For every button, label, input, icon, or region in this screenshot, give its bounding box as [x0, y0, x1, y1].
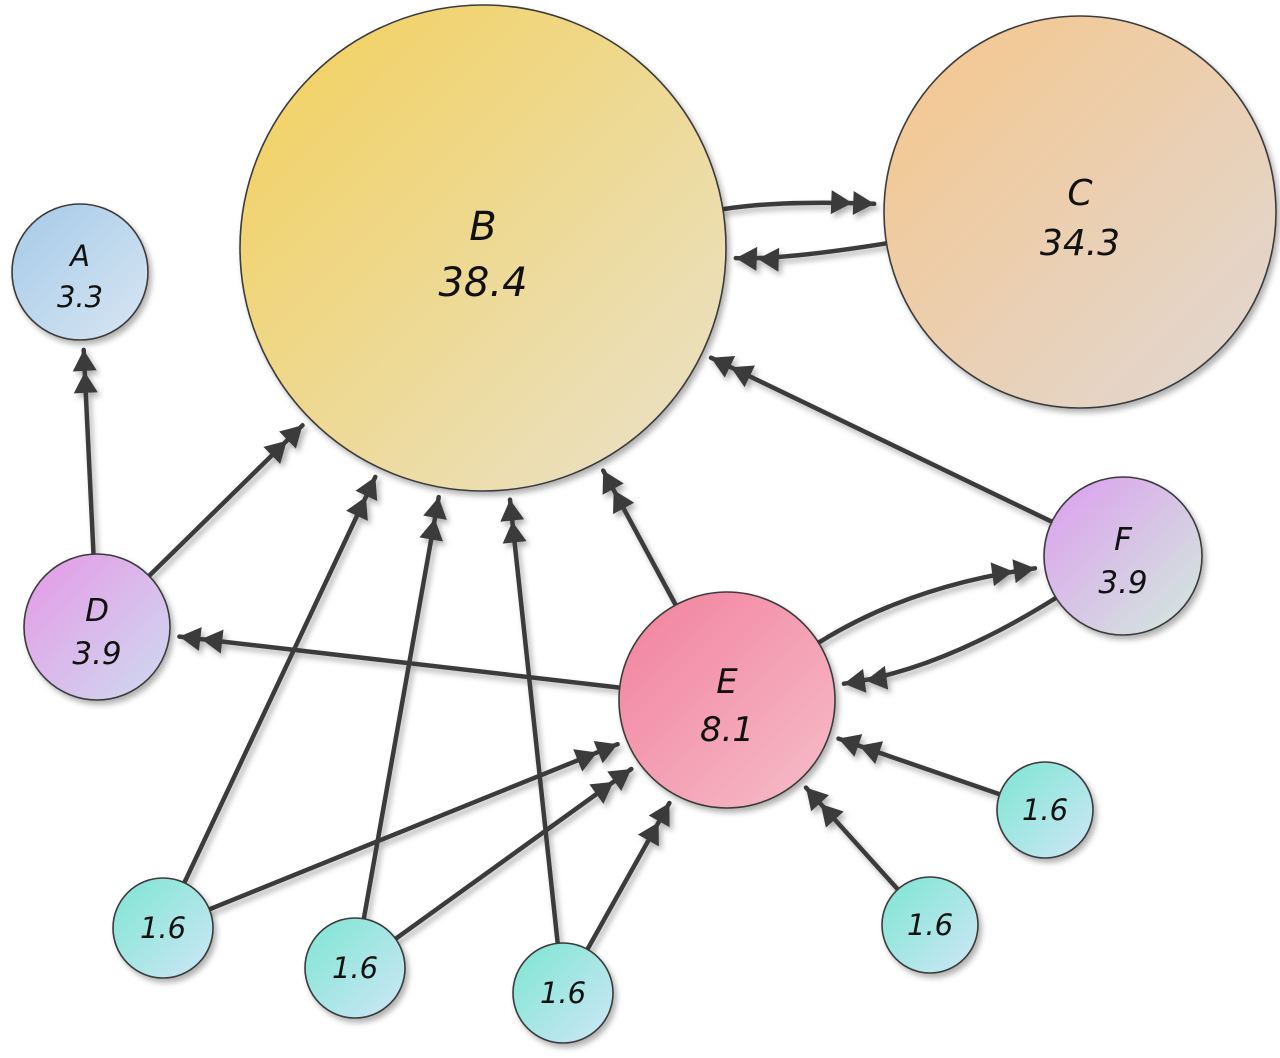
- edge-B-to-C: [720, 190, 877, 215]
- edges-layer: [72, 190, 1059, 952]
- edge-E-to-D: [177, 627, 622, 690]
- node-circle-D: [23, 553, 171, 701]
- node-circle-F: [1043, 476, 1203, 636]
- labels-layer: A 3.3 B 38.4 C 34.3D 3.9E 8.1 F 3.9 1.6 1.6 1.6 1.6 1.…: [57, 173, 1148, 1010]
- edge-D-to-A: [72, 347, 98, 557]
- edge-E-to-F: [816, 559, 1038, 645]
- edge-F-to-B: [708, 355, 1055, 524]
- edge-C-to-B: [733, 241, 889, 272]
- node-circle-C: [883, 15, 1277, 409]
- node-circle-E: [618, 591, 836, 809]
- node-label-E: E: [716, 662, 738, 702]
- node-value-A: 3.3: [57, 280, 103, 314]
- nodes-layer: [11, 4, 1277, 1044]
- edge-p3-to-E: [585, 800, 672, 952]
- edge-p1-to-B: [182, 474, 378, 886]
- edge-p2-to-B: [361, 494, 447, 922]
- edge-p3-to-B: [500, 497, 560, 946]
- node-circle-p1: [112, 877, 214, 979]
- edge-F-to-E: [841, 595, 1059, 693]
- node-value-p1: 1.6: [140, 911, 186, 945]
- node-circle-p5: [996, 761, 1094, 859]
- edge-D-to-B: [146, 423, 305, 579]
- node-label-C: C: [1067, 173, 1093, 214]
- edge-p4-to-E: [803, 785, 901, 892]
- node-value-B: 38.4: [438, 260, 527, 306]
- node-circle-p3: [512, 942, 614, 1044]
- node-value-p2: 1.6: [332, 951, 378, 985]
- edge-p2-to-E: [393, 766, 634, 942]
- node-value-p3: 1.6: [540, 976, 586, 1010]
- node-value-C: 34.3: [1040, 223, 1120, 264]
- edge-p5-to-E: [836, 734, 1002, 797]
- node-label-F: F: [1114, 522, 1133, 558]
- edge-E-to-B: [600, 468, 678, 608]
- node-circle-A: [11, 203, 149, 341]
- node-circle-B: [239, 4, 727, 492]
- edge-p1-to-E: [207, 740, 620, 912]
- node-value-D: 3.9: [72, 636, 121, 672]
- node-label-B: B: [469, 204, 496, 250]
- node-value-p4: 1.6: [907, 908, 953, 942]
- node-value-p5: 1.6: [1022, 793, 1068, 827]
- node-circle-p4: [881, 876, 979, 974]
- node-label-A: A: [68, 239, 90, 273]
- node-value-F: 3.9: [1098, 565, 1147, 601]
- node-circle-p2: [304, 917, 406, 1019]
- node-value-E: 8.1: [700, 710, 754, 750]
- node-label-D: D: [85, 593, 109, 629]
